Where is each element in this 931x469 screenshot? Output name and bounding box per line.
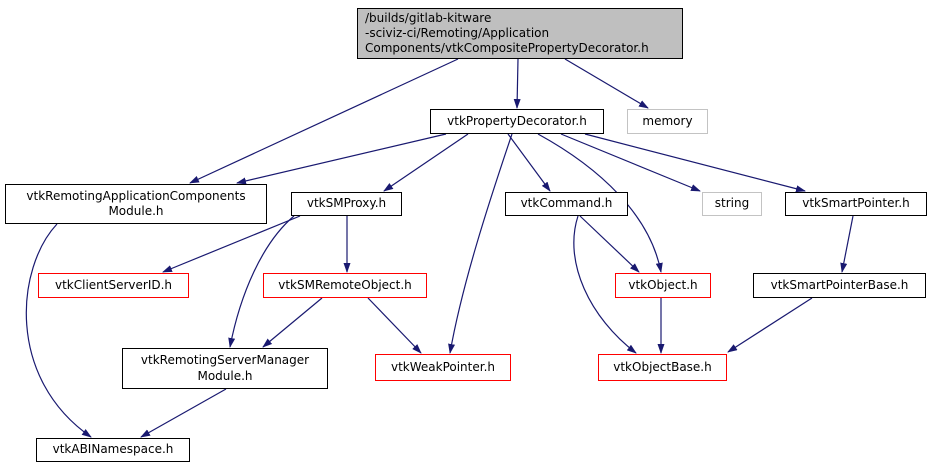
graph-node-vtkPropertyDecorator[interactable]: vtkPropertyDecorator.h bbox=[430, 109, 604, 134]
edge-vtkSMRemoteObject-to-vtkWeakPointer bbox=[367, 297, 422, 354]
graph-node-vtkSmartPointerBase[interactable]: vtkSmartPointerBase.h bbox=[753, 273, 926, 298]
graph-node-vtkSMRemoteObject[interactable]: vtkSMRemoteObject.h bbox=[263, 273, 427, 298]
graph-node-vtkCompositePropertyDecorator: /builds/gitlab-kitware -sciviz-ci/Remoti… bbox=[357, 8, 683, 59]
edge-vtkSmartPointer-to-vtkSmartPointerBase bbox=[840, 215, 854, 273]
edge-vtkCompositePropertyDecorator-to-memory bbox=[564, 58, 649, 109]
graph-node-vtkObject[interactable]: vtkObject.h bbox=[615, 273, 711, 298]
graph-node-vtkABINamespace[interactable]: vtkABINamespace.h bbox=[36, 438, 190, 462]
graph-node-vtkRemotingApplicationComponentsModule[interactable]: vtkRemotingApplicationComponents Module.… bbox=[5, 184, 267, 224]
edge-vtkCompositePropertyDecorator-to-vtkPropertyDecorator bbox=[513, 58, 521, 109]
edge-vtkPropertyDecorator-to-vtkWeakPointer bbox=[448, 133, 513, 354]
edge-vtkSMProxy-to-vtkClientServerID bbox=[162, 215, 301, 273]
edge-vtkSMRemoteObject-to-vtkRemotingServerManagerModule bbox=[262, 297, 323, 348]
graph-node-string: string bbox=[702, 192, 762, 216]
edge-vtkRemotingServerManagerModule-to-vtkABINamespace bbox=[140, 388, 227, 438]
edge-vtkPropertyDecorator-to-vtkSMProxy bbox=[383, 133, 469, 192]
graph-node-vtkSMProxy[interactable]: vtkSMProxy.h bbox=[291, 192, 402, 216]
graph-node-vtkClientServerID[interactable]: vtkClientServerID.h bbox=[38, 273, 189, 298]
graph-node-memory: memory bbox=[627, 109, 708, 134]
edge-vtkPropertyDecorator-to-string bbox=[560, 133, 701, 192]
graph-node-vtkRemotingServerManagerModule[interactable]: vtkRemotingServerManager Module.h bbox=[122, 348, 328, 389]
edge-vtkSmartPointerBase-to-vtkObjectBase bbox=[727, 297, 813, 353]
edge-vtkCommand-to-vtkObject bbox=[579, 215, 640, 273]
graph-node-vtkObjectBase[interactable]: vtkObjectBase.h bbox=[598, 354, 727, 381]
edge-vtkPropertyDecorator-to-vtkSmartPointer bbox=[584, 133, 806, 193]
edge-vtkRemotingApplicationComponentsModule-to-vtkABINamespace bbox=[25, 223, 92, 438]
edge-vtkPropertyDecorator-to-vtkRemotingApplicationComponentsModule bbox=[236, 133, 447, 185]
graph-node-vtkWeakPointer[interactable]: vtkWeakPointer.h bbox=[375, 354, 511, 381]
graph-node-vtkSmartPointer[interactable]: vtkSmartPointer.h bbox=[785, 192, 927, 216]
graph-node-vtkCommand[interactable]: vtkCommand.h bbox=[505, 192, 628, 216]
edge-vtkCompositePropertyDecorator-to-vtkRemotingApplicationComponentsModule bbox=[189, 58, 459, 184]
edge-vtkPropertyDecorator-to-vtkCommand bbox=[507, 133, 551, 192]
